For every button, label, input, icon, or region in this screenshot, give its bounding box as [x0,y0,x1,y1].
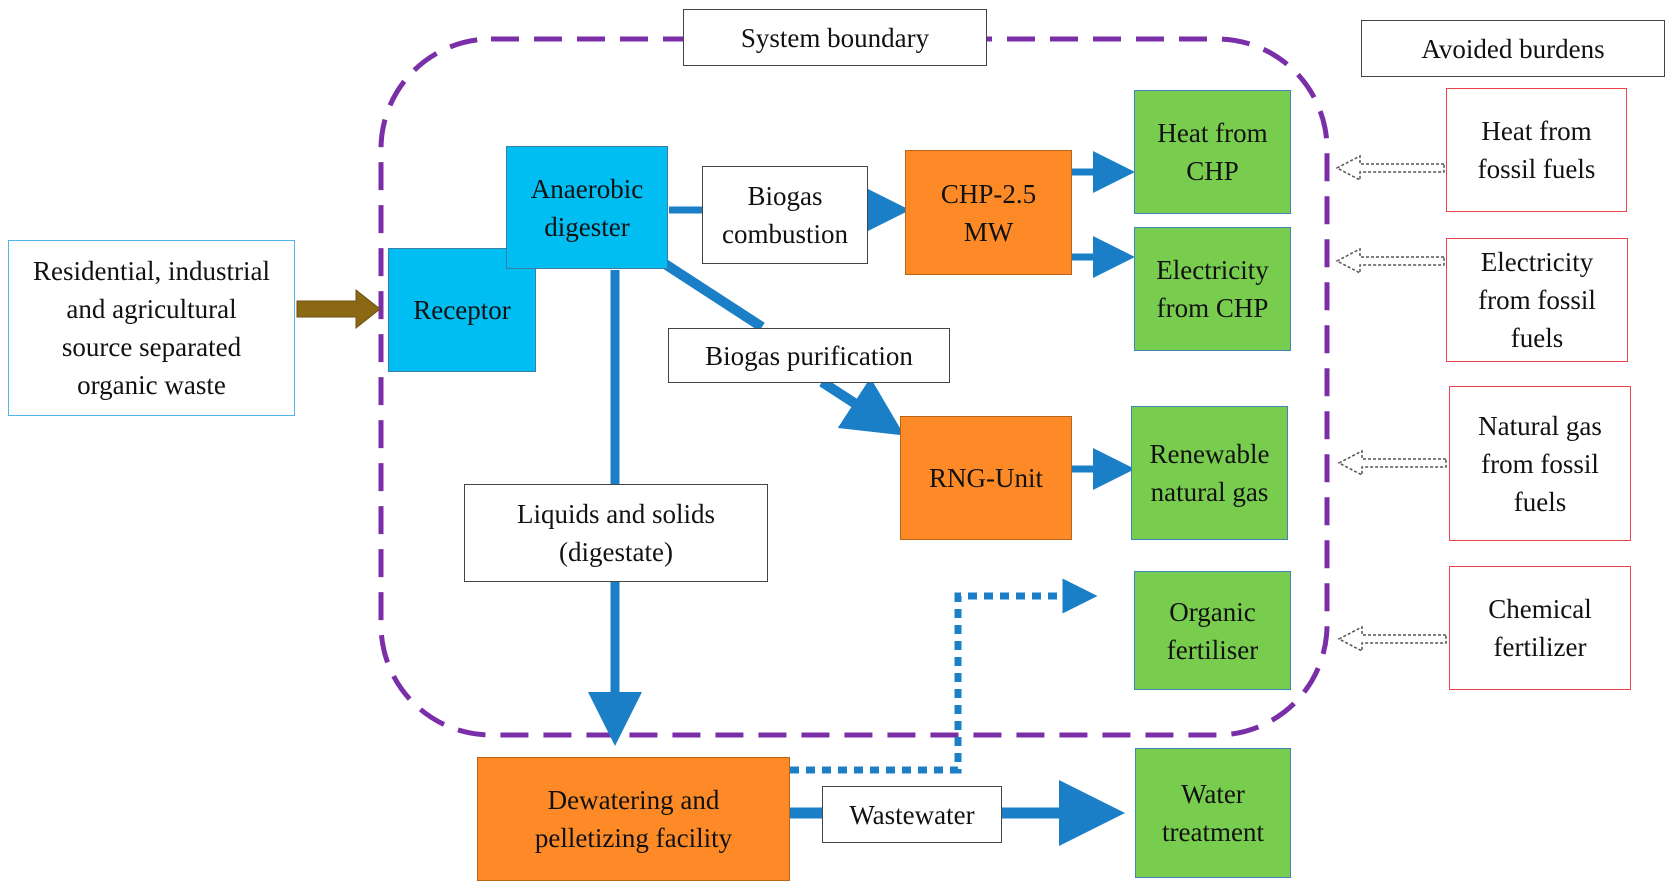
arrow-digester-to-purification [662,259,765,332]
biogas-purification-box: Biogas purification [668,328,950,383]
chemical-fertilizer-box: Chemical fertilizer [1449,566,1631,690]
arrow-purification-to-rng [819,377,905,436]
avoided-arrow-gas [1337,449,1447,477]
chp-unit-box: CHP-2.5 MW [905,150,1072,275]
organic-fertiliser-box: Organic fertiliser [1134,571,1291,690]
dewatering-facility-box: Dewatering and pelletizing facility [477,757,790,881]
source-waste-box: Residential, industrial and agricultural… [8,240,295,416]
rng-unit-box: RNG-Unit [900,416,1072,540]
natural-gas-fossil-box: Natural gas from fossil fuels [1449,386,1631,541]
electricity-fossil-box: Electricity from fossil fuels [1446,238,1628,362]
avoided-burdens-label: Avoided burdens [1361,20,1665,77]
renewable-natural-gas-box: Renewable natural gas [1131,406,1288,540]
anaerobic-digester-box: Anaerobic digester [506,146,668,269]
arrow-dewatering-to-fertiliser [790,578,1098,774]
wastewater-box: Wastewater [822,786,1002,843]
input-arrow [296,288,381,330]
heat-fossil-box: Heat from fossil fuels [1446,88,1627,212]
avoided-arrow-heat [1335,154,1445,182]
heat-from-chp-box: Heat from CHP [1134,90,1291,214]
avoided-arrow-electricity [1335,247,1445,275]
electricity-from-chp-box: Electricity from CHP [1134,227,1291,351]
system-boundary-label: System boundary [683,9,987,66]
water-treatment-box: Water treatment [1135,748,1291,878]
avoided-arrow-fertilizer [1337,625,1447,653]
digestate-box: Liquids and solids (digestate) [464,484,768,582]
biogas-combustion-box: Biogas combustion [702,166,868,264]
